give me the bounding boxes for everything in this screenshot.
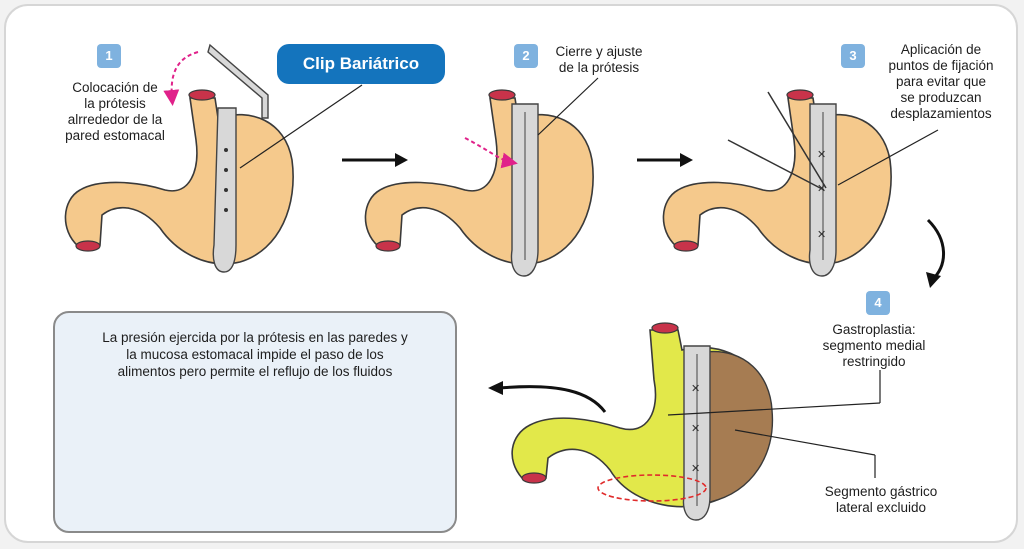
info-box: La presión ejercida por la prótesis en l… [53, 311, 457, 533]
closing-arrow [464, 137, 518, 169]
step-3-label: Aplicación de puntos de fijación para ev… [888, 42, 994, 121]
svg-text:✕: ✕ [817, 149, 826, 161]
clip-bariatrico-title: Clip Bariátrico [277, 44, 445, 84]
svg-text:✕: ✕ [817, 183, 826, 195]
lateral-segment [705, 350, 774, 503]
step-badge-3: 3 [841, 44, 865, 68]
info-text: La presión ejercida por la prótesis en l… [102, 330, 408, 379]
step-2-label: Cierre y ajuste de la prótesis [555, 44, 643, 75]
step-badge-2: 2 [514, 44, 538, 68]
stomach-3: ✕ ✕ ✕ [662, 89, 939, 277]
stomach-body [662, 97, 892, 265]
suture-needle [767, 91, 827, 189]
step-badge-1: 1 [97, 44, 121, 68]
clip-arm [207, 43, 269, 119]
svg-text:✕: ✕ [691, 463, 700, 475]
step-1-label: Colocación de la prótesis alrrededor de … [65, 80, 165, 143]
stomach-2 [364, 77, 599, 277]
step-4-label: Gastroplastia: segmento medial restringi… [822, 322, 926, 369]
restricted-zone [597, 474, 707, 502]
suture-thread [727, 139, 825, 191]
arrow-left [499, 385, 607, 413]
stomach-1 [64, 43, 363, 273]
excluded-segment-label: Segmento gástrico lateral excluido [824, 484, 938, 515]
svg-text:✕: ✕ [817, 229, 826, 241]
stomach-body [364, 97, 594, 265]
duodenum-opening [75, 240, 101, 252]
svg-text:✕: ✕ [691, 383, 700, 395]
svg-text:✕: ✕ [691, 423, 700, 435]
arrow-down [926, 218, 945, 282]
stomach-4: ✕ ✕ ✕ [511, 322, 881, 521]
rotation-arrow [163, 51, 199, 106]
esophagus-opening [188, 89, 216, 101]
step-badge-4: 4 [866, 291, 890, 315]
leader-line [239, 84, 363, 169]
